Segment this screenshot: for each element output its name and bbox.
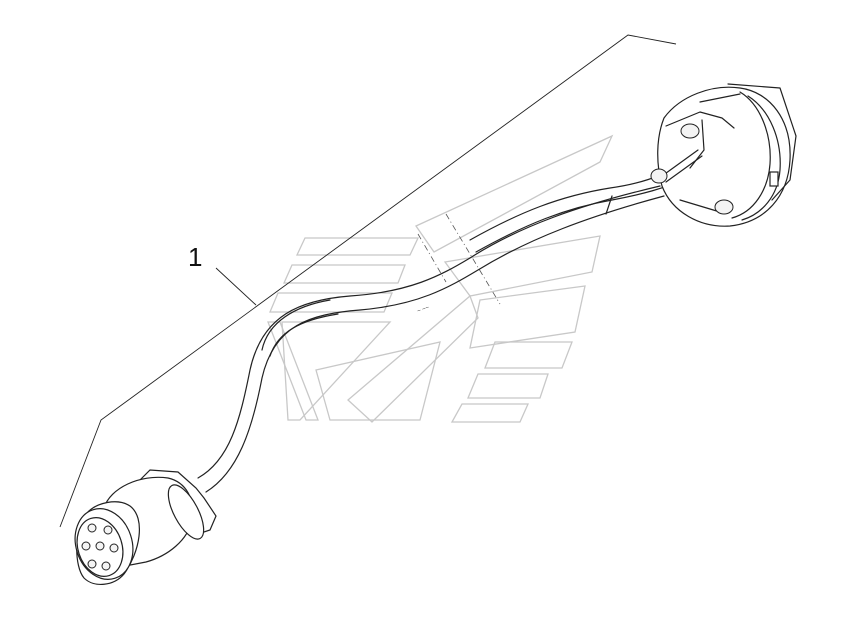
leader-lines	[59, 34, 677, 528]
cable-bundle: ~ ~~	[197, 167, 685, 493]
callout-label-1: 1	[188, 242, 203, 272]
socket-connector	[650, 83, 797, 227]
plug-connector	[74, 469, 217, 585]
frame-line	[59, 34, 677, 528]
section-cut-lines	[417, 213, 501, 305]
watermark-logo	[267, 134, 614, 423]
cable-marking: ~ ~~	[417, 305, 431, 315]
callout-leader-line	[215, 267, 257, 306]
